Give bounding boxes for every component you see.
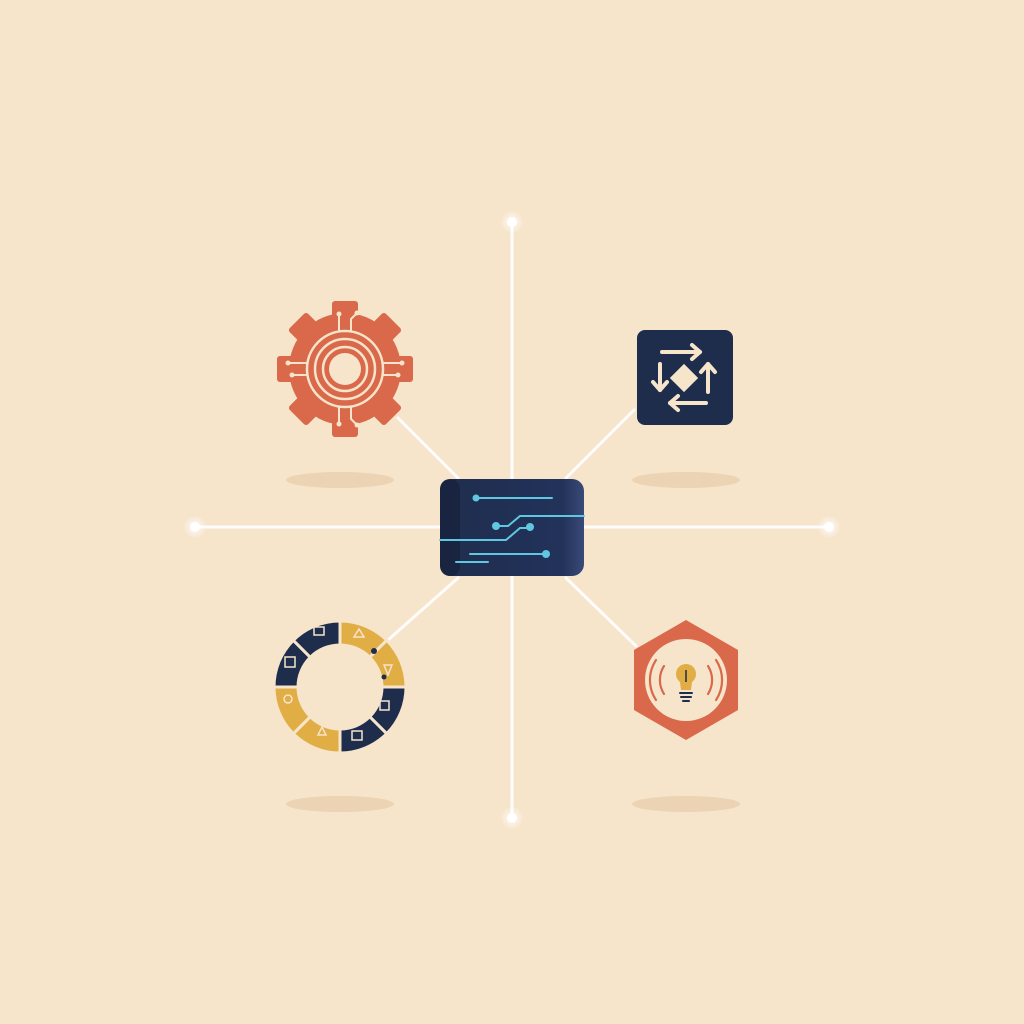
endpoint-bottom [500, 806, 524, 830]
satellite-bottom-left [272, 619, 408, 755]
axis-endpoints [183, 210, 841, 830]
center-node [439, 479, 585, 576]
segmented-ring-icon [272, 619, 408, 755]
shadow-bottom-left [286, 796, 394, 812]
circuit-chip-icon [439, 479, 585, 576]
shadow-top-left [286, 472, 394, 488]
circuit-gear-icon [277, 301, 413, 437]
endpoint-top [500, 210, 524, 234]
connector-bottom-right [564, 576, 638, 648]
endpoint-right [817, 515, 841, 539]
process-cycle-arrows-icon [637, 330, 733, 425]
ground-shadows [286, 472, 740, 812]
connector-bottom-left [386, 576, 460, 642]
satellite-bottom-right [634, 620, 738, 740]
satellite-top-left [277, 301, 413, 437]
connector-top-left [396, 416, 460, 480]
connector-top-right [564, 408, 636, 480]
satellite-top-right [637, 330, 733, 425]
shadow-top-right [632, 472, 740, 488]
shadow-bottom-right [632, 796, 740, 812]
endpoint-left [183, 515, 207, 539]
lightbulb-idea-icon [634, 620, 738, 740]
